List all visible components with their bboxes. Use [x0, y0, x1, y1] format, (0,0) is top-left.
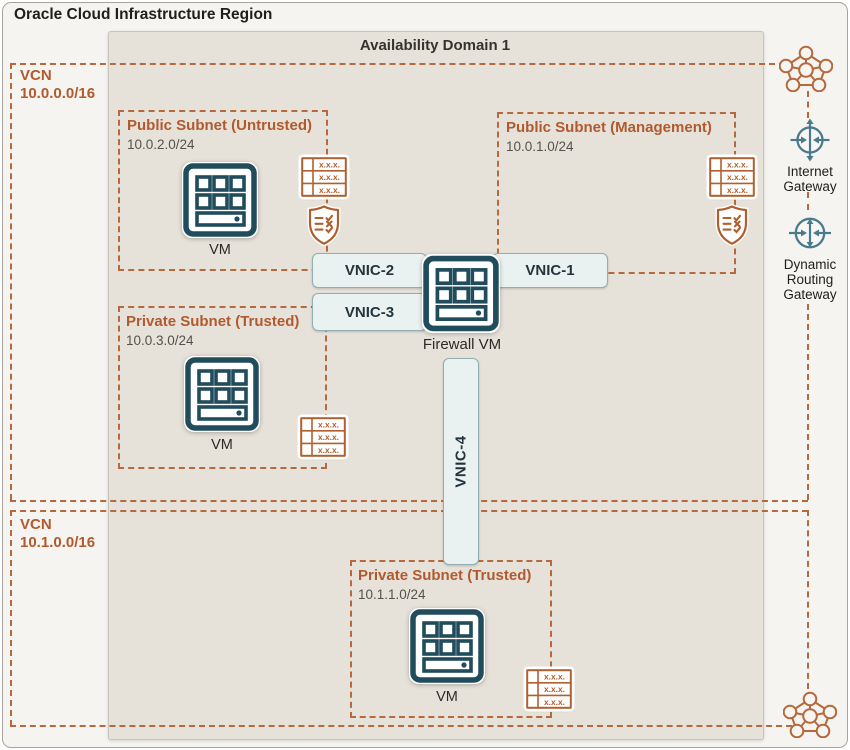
- vcn1-name: VCN: [20, 67, 52, 84]
- vm-label-untrusted: VM: [209, 242, 231, 258]
- vnic-4-label: VNIC-4: [452, 435, 470, 488]
- route-table-cell: x.x.x.: [318, 420, 339, 430]
- vm-icon: [182, 162, 258, 238]
- vm-icon-trusted1: [184, 356, 260, 432]
- vm-label-trusted1: VM: [211, 437, 233, 453]
- vcn2-border-bottom: [10, 725, 792, 727]
- internet-gateway-icon: [788, 118, 832, 162]
- vnic-3-label: VNIC-3: [344, 303, 395, 321]
- subnet-management-box: [497, 112, 736, 274]
- vm-icon: [422, 254, 500, 333]
- subnet-management-cidr: 10.0.1.0/24: [506, 139, 574, 154]
- region-title: Oracle Cloud Infrastructure Region: [14, 6, 273, 23]
- dynamic-routing-gateway-icon: [787, 210, 833, 256]
- security-list-icon-management: [714, 204, 750, 246]
- internet-gateway-label: Internet Gateway: [783, 164, 837, 195]
- subnet-untrusted-cidr: 10.0.2.0/24: [127, 137, 195, 152]
- route-table-cell: x.x.x.: [318, 445, 339, 455]
- vcn2-border-right: [807, 510, 809, 689]
- vnic-1-label: VNIC-1: [525, 262, 575, 279]
- route-table-icon-trusted2: x.x.x. x.x.x. x.x.x.: [526, 669, 572, 709]
- route-table-cell: x.x.x.: [727, 185, 748, 195]
- availability-domain-title: Availability Domain 1: [359, 37, 511, 54]
- subnet-trusted1-cidr: 10.0.3.0/24: [126, 333, 194, 348]
- vm-icon: [184, 356, 260, 432]
- route-table-cell: x.x.x.: [319, 160, 340, 170]
- vcn2-name: VCN: [20, 516, 52, 533]
- route-table-cell: x.x.x.: [727, 160, 748, 170]
- route-table-cell: x.x.x.: [318, 432, 339, 442]
- vcn2-border-left: [10, 510, 12, 726]
- route-table-cell: x.x.x.: [319, 172, 340, 182]
- vm-label-trusted2: VM: [436, 689, 458, 705]
- vm-icon: [409, 608, 485, 684]
- vcn1-cidr: 10.0.0.0/16: [20, 84, 96, 102]
- route-table-icon-untrusted: x.x.x. x.x.x. x.x.x.: [301, 157, 347, 197]
- shield-icon: [307, 204, 341, 246]
- vnic-2: VNIC-2: [312, 253, 427, 288]
- route-table-icon-trusted1: x.x.x. x.x.x. x.x.x.: [300, 417, 346, 457]
- subnet-trusted2-cidr: 10.1.1.0/24: [358, 587, 426, 602]
- vnic-4: VNIC-4: [443, 358, 479, 565]
- network-cluster-icon: [779, 45, 833, 92]
- vcn1-border-right-seg2: [807, 192, 809, 210]
- subnet-trusted1-name: Private Subnet (Trusted): [126, 313, 300, 330]
- firewall-vm-label: Firewall VM: [422, 336, 502, 353]
- subnet-untrusted-name: Public Subnet (Untrusted): [127, 117, 312, 134]
- route-table-cell: x.x.x.: [319, 185, 340, 195]
- firewall-vm-icon: [422, 254, 500, 333]
- shield-icon: [715, 204, 749, 246]
- subnet-management-name: Public Subnet (Management): [506, 119, 712, 136]
- route-table-cell: x.x.x.: [544, 684, 565, 694]
- network-cluster-icon: [783, 691, 837, 738]
- vcn1-border-right-seg3: [807, 304, 809, 500]
- vcn1-border-left: [10, 63, 12, 500]
- dynamic-routing-gateway-label: Dynamic Routing Gateway: [783, 257, 837, 303]
- vm-icon-untrusted: [182, 162, 258, 238]
- vnic-1: VNIC-1: [492, 253, 608, 288]
- route-table-cell: x.x.x.: [727, 172, 748, 182]
- route-table-icon-management: x.x.x. x.x.x. x.x.x.: [709, 157, 755, 197]
- vcn1-border-bottom: [10, 500, 808, 502]
- route-table-cell: x.x.x.: [544, 697, 565, 707]
- vcn1-border-top: [10, 63, 785, 65]
- vcn1-label: VCN 10.0.0.0/16: [20, 67, 95, 102]
- vnic-2-label: VNIC-2: [344, 262, 395, 279]
- vcn2-border-top: [10, 510, 808, 512]
- network-cluster-icon-top: [779, 44, 833, 92]
- network-cluster-icon-bottom: [783, 690, 837, 738]
- vcn2-cidr: 10.1.0.0/16: [20, 533, 96, 551]
- vcn1-border-right-seg1: [807, 91, 809, 118]
- vm-icon-trusted2: [409, 608, 485, 684]
- security-list-icon-untrusted: [306, 204, 342, 246]
- subnet-trusted2-name: Private Subnet (Trusted): [358, 567, 532, 584]
- vcn2-label: VCN 10.1.0.0/16: [20, 516, 95, 551]
- vnic-3: VNIC-3: [312, 293, 427, 331]
- subnet-trusted1-box: [118, 306, 327, 469]
- route-table-cell: x.x.x.: [544, 672, 565, 682]
